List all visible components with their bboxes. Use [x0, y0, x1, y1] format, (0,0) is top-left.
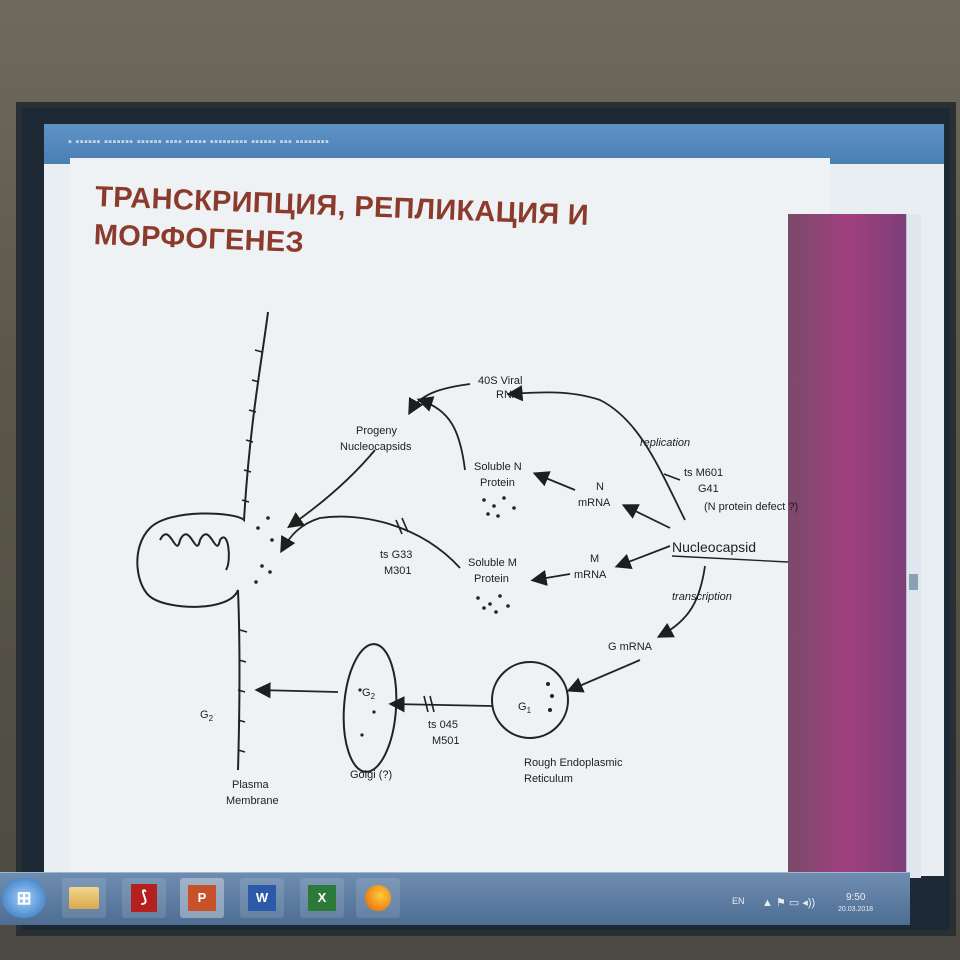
transcription-label: transcription — [672, 591, 732, 603]
membrane-g2-label: G2 — [200, 709, 214, 723]
m-mrna-label-2: mRNA — [574, 569, 607, 581]
arrow-nmrna-to-n — [532, 471, 576, 491]
rer-outline — [491, 661, 569, 739]
arrow-transcription — [656, 565, 706, 638]
g-mrna-label: G mRNA — [608, 641, 653, 653]
rer-label-2: Reticulum — [524, 773, 573, 785]
golgi-outline — [342, 643, 398, 773]
soluble-m-label-2: Protein — [474, 573, 509, 585]
n-mrna-label-1: N — [596, 481, 604, 493]
arrow-n-to-progeny — [416, 396, 466, 471]
soluble-m-label-1: Soluble M — [468, 557, 517, 569]
rer-label-1: Rough Endoplasmic — [524, 757, 623, 769]
mutant-n-label-2: G41 — [698, 483, 719, 495]
nucleocapsid-label: Nucleocapsid — [672, 539, 756, 555]
arrow-rna-to-progeny — [408, 383, 471, 416]
arrow-gmrna-to-rer — [566, 659, 641, 693]
arrow-progeny-to-bud — [287, 449, 376, 529]
clock-date[interactable]: 20.03.2018 — [838, 906, 874, 913]
plasma-membrane-label-1: Plasma — [232, 779, 270, 791]
scrollbar-thumb[interactable] — [909, 574, 918, 590]
firefox-icon[interactable] — [356, 878, 400, 918]
m-mrna-label-1: M — [590, 553, 599, 565]
side-panel — [788, 214, 906, 894]
arrow-mmrna-to-m — [530, 569, 571, 586]
window-titlebar[interactable]: ▪ ▪▪▪▪▪▪ ▪▪▪▪▪▪▪ ▪▪▪▪▪▪ ▪▪▪▪ ▪▪▪▪▪ ▪▪▪▪▪… — [44, 124, 944, 164]
powerpoint-icon[interactable]: P — [180, 878, 224, 918]
arrow-golgi-to-membrane — [254, 682, 339, 699]
soluble-n-label-2: Protein — [480, 477, 515, 489]
viral-rna-label-2: RNA — [496, 389, 520, 401]
progeny-label-1: Progeny — [356, 425, 397, 437]
file-explorer-icon[interactable] — [62, 878, 106, 918]
language-indicator[interactable]: EN — [732, 896, 745, 906]
plasma-membrane-line — [136, 311, 269, 771]
tray-icons[interactable]: ▲ ⚑ ▭ ◂)) — [762, 897, 816, 909]
arrow-replication — [506, 385, 686, 521]
soluble-n-label-1: Soluble N — [474, 461, 522, 473]
rer-g1-label: G1 — [518, 701, 532, 715]
arrow-rer-to-golgi — [388, 696, 493, 713]
vertical-scrollbar[interactable] — [906, 214, 921, 878]
start-orb-icon[interactable]: ⊞ — [2, 878, 46, 918]
acrobat-reader-icon[interactable]: ⟆ — [122, 878, 166, 918]
clock-time[interactable]: 9:50 — [846, 892, 866, 903]
mutant-g-label-1: ts 045 — [428, 719, 458, 731]
plasma-membrane-label-2: Membrane — [226, 795, 279, 807]
arrow-m-to-bud — [280, 515, 461, 569]
golgi-g2-label: G2 — [362, 687, 376, 701]
word-icon[interactable]: W — [240, 878, 284, 918]
mutant-m-label-2: M301 — [384, 565, 412, 577]
excel-icon[interactable]: X — [300, 878, 344, 918]
golgi-label: Golgi (?) — [350, 769, 392, 781]
mutant-g-label-2: M501 — [432, 735, 460, 747]
n-mrna-label-2: mRNA — [578, 497, 611, 509]
window-title: ▪ ▪▪▪▪▪▪ ▪▪▪▪▪▪▪ ▪▪▪▪▪▪ ▪▪▪▪ ▪▪▪▪▪ ▪▪▪▪▪… — [68, 136, 330, 148]
mutant-m-label-1: ts G33 — [380, 549, 412, 561]
arrow-nc-to-mmrna — [614, 545, 671, 570]
progeny-label-2: Nucleocapsids — [340, 441, 412, 453]
budding-nucleocapsid-coil — [159, 533, 230, 571]
viral-rna-label-1: 40S Viral — [478, 375, 522, 387]
mutant-n-label-1: ts M601 — [684, 467, 723, 479]
n-defect-label: (N protein defect ?) — [704, 501, 798, 513]
arrow-nc-to-nmrna — [621, 504, 671, 529]
replication-label: replication — [640, 437, 690, 449]
nucleocapsid-underline — [671, 555, 789, 563]
slide-canvas — [70, 158, 830, 888]
